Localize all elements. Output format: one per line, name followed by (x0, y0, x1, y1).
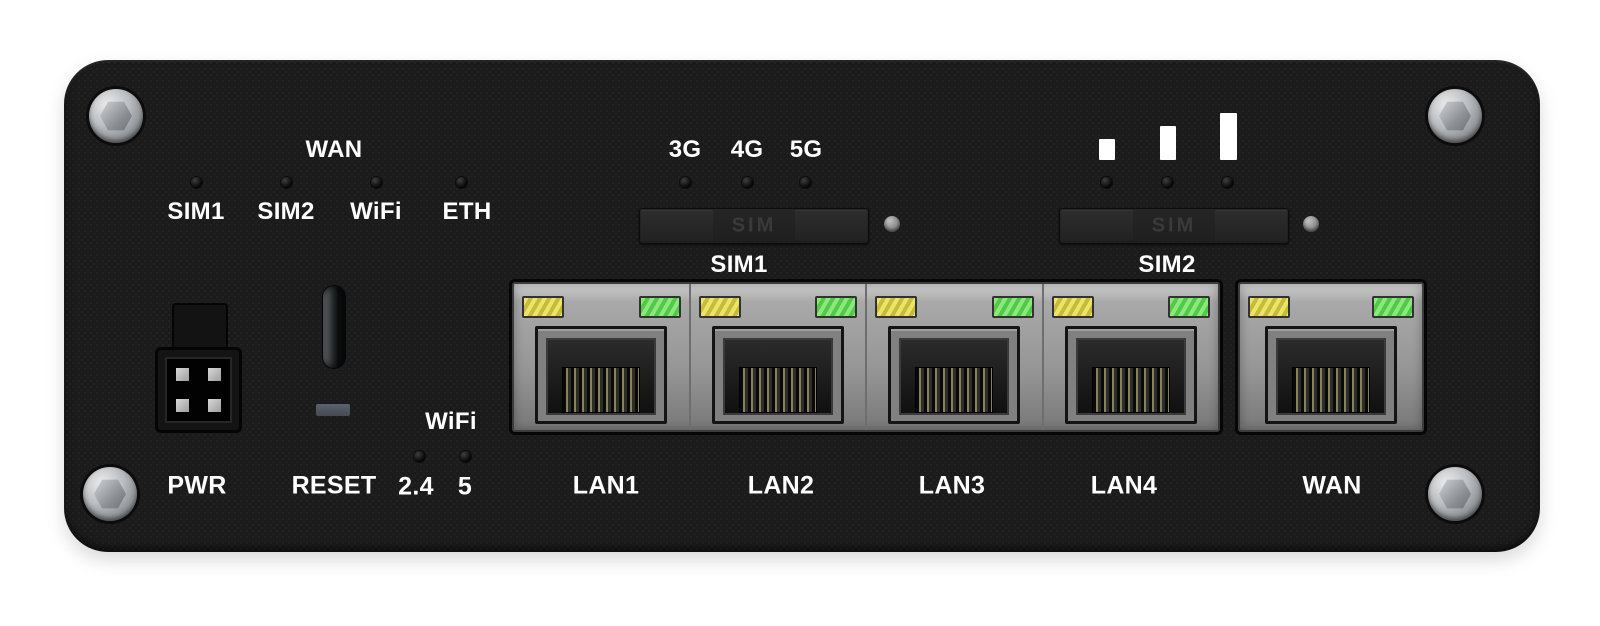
screw-bottom-right (1428, 467, 1482, 521)
sim1-led-label: SIM1 (167, 198, 225, 225)
lan2-activity-led (698, 296, 741, 318)
lan4-port-label: LAN4 (1090, 471, 1158, 500)
wan-rj45-jack (1265, 326, 1397, 424)
wifi-group-label: WiFi (425, 408, 477, 435)
power-connector-body (155, 347, 242, 433)
wan-port-block (1238, 282, 1424, 432)
rj45-pins (562, 367, 641, 413)
signal-bar-mid-icon (1160, 126, 1176, 160)
wan-port-label: WAN (1302, 471, 1362, 500)
sim1-status-led (191, 177, 202, 188)
wifi-status-led (371, 177, 382, 188)
eth-status-led (456, 177, 467, 188)
reset-indicator-bar (316, 404, 350, 416)
3g-led-label: 3G (668, 136, 702, 163)
lan1-port (514, 284, 689, 430)
lan1-activity-led (522, 296, 564, 318)
lan4-activity-led (1051, 296, 1094, 318)
lan2-port-label: LAN2 (747, 471, 815, 500)
rj45-pins (915, 367, 994, 413)
lan2-link-led (815, 296, 857, 318)
rj45-pins (738, 367, 817, 413)
signal-bar-low-icon (1099, 139, 1115, 160)
eth-led-label: ETH (442, 198, 492, 225)
signal-mid-led (1162, 177, 1173, 188)
wifi-5-led (460, 451, 471, 462)
screw-top-right (1428, 89, 1482, 143)
lan3-activity-led (875, 296, 917, 318)
lan3-port (865, 284, 1042, 430)
sim2-tray: SIM (1059, 208, 1289, 244)
wifi-5-label: 5 (457, 472, 473, 501)
5g-led-label: 5G (789, 136, 823, 163)
signal-low-led (1101, 177, 1112, 188)
power-label: PWR (167, 471, 227, 500)
lan4-rj45-jack (1064, 326, 1197, 424)
wan-port (1240, 284, 1422, 430)
wifi-24-led (414, 451, 425, 462)
wan-link-led (1372, 296, 1414, 318)
wifi-led-label: WiFi (350, 198, 402, 225)
4g-led (742, 177, 753, 188)
sim1-tray-etched-text: SIM (731, 214, 777, 237)
power-pin (207, 399, 221, 412)
sim1-tray: SIM (639, 208, 869, 244)
5g-led (800, 177, 811, 188)
lan4-port (1041, 284, 1219, 430)
device-panel: WAN SIM1 SIM2 WiFi ETH 3G 4G 5G SIM SIM1 (64, 60, 1540, 552)
power-connector-tab (172, 303, 228, 349)
lan2-port (688, 284, 866, 430)
sim2-eject-hole (1303, 216, 1319, 232)
lan1-link-led (638, 296, 681, 318)
rj45-pins (1292, 367, 1370, 413)
lan1-port-label: LAN1 (572, 471, 640, 500)
reset-pinhole (323, 286, 345, 368)
sim2-tray-door (1215, 210, 1287, 241)
signal-bar-high-icon (1220, 113, 1237, 160)
sim1-eject-hole (884, 216, 900, 232)
sim1-tray-door (795, 210, 867, 241)
rj45-pins (1091, 367, 1170, 413)
screw-top-left (89, 89, 143, 143)
sim2-eject-button (1061, 210, 1133, 241)
sim2-status-led (281, 177, 292, 188)
lan-port-block (512, 282, 1220, 432)
wan-activity-led (1248, 296, 1290, 318)
lan3-rj45-jack (888, 326, 1021, 424)
sim2-led-label: SIM2 (257, 198, 315, 225)
screw-bottom-left (83, 467, 137, 521)
4g-led-label: 4G (730, 136, 764, 163)
power-pin (176, 399, 190, 412)
lan3-port-label: LAN3 (918, 471, 986, 500)
sim1-eject-button (641, 210, 713, 241)
power-pin (176, 368, 190, 381)
3g-led (680, 177, 691, 188)
sim1-slot-label: SIM1 (710, 251, 768, 278)
power-connector-pins (165, 357, 232, 423)
sim2-slot-label: SIM2 (1138, 251, 1196, 278)
lan3-link-led (991, 296, 1034, 318)
wifi-24-label: 2.4 (398, 472, 434, 501)
wan-group-label: WAN (305, 136, 363, 163)
lan1-rj45-jack (535, 326, 668, 424)
sim2-tray-etched-text: SIM (1151, 214, 1197, 237)
lan2-rj45-jack (711, 326, 844, 424)
reset-label: RESET (291, 471, 377, 500)
lan4-link-led (1168, 296, 1210, 318)
power-pin (207, 368, 221, 381)
signal-high-led (1222, 177, 1233, 188)
